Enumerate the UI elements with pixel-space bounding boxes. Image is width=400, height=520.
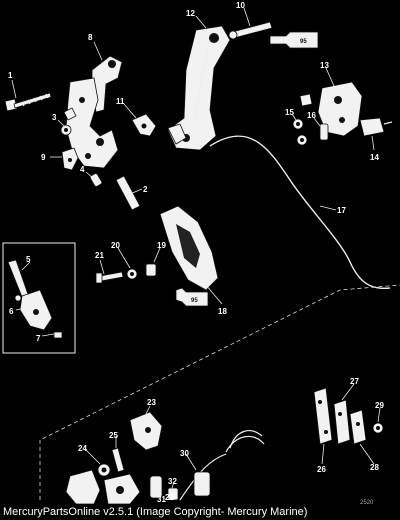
callout-22: 22 xyxy=(165,493,174,502)
callout-3: 3 xyxy=(52,113,57,122)
callout-29: 29 xyxy=(375,401,384,410)
part-16-stud xyxy=(319,123,329,141)
callout-11: 11 xyxy=(116,97,125,106)
callout-4: 4 xyxy=(80,165,85,174)
part-8-lever-arm xyxy=(63,55,123,169)
part-31-sensor xyxy=(149,475,163,499)
part-25-pin xyxy=(111,447,125,473)
lubricant-tag-cover: 95 xyxy=(175,287,209,307)
part-23-bracket xyxy=(129,411,163,451)
part-11-linkage xyxy=(131,113,157,137)
inset-box xyxy=(2,242,76,354)
callout-27: 27 xyxy=(350,377,359,386)
leader-lines xyxy=(11,7,381,497)
callout-20: 20 xyxy=(111,241,120,250)
callout-21: 21 xyxy=(95,251,104,260)
part-26-plates xyxy=(313,387,333,445)
callout-26: 26 xyxy=(317,465,326,474)
callout-14: 14 xyxy=(370,153,379,162)
part-17-cable xyxy=(209,135,391,289)
callout-12: 12 xyxy=(186,9,195,18)
callout-13: 13 xyxy=(320,61,329,70)
callout-19: 19 xyxy=(157,241,166,250)
callout-8: 8 xyxy=(88,33,93,42)
part-4-spacer xyxy=(89,173,103,187)
part-18-cover xyxy=(159,205,219,291)
part-30-wire-harness xyxy=(179,430,265,501)
callout-labels: 1 2 3 4 5 6 7 8 9 10 11 12 13 14 15 16 1… xyxy=(8,1,384,504)
part-29-screw xyxy=(372,422,384,434)
part-27-plate xyxy=(333,399,351,445)
callout-18: 18 xyxy=(218,307,227,316)
part-20-washer xyxy=(126,268,138,280)
diagram-id: 2520 xyxy=(360,500,374,506)
part-28-plate xyxy=(349,409,367,445)
part-21-screw xyxy=(95,271,124,284)
callout-7: 7 xyxy=(36,334,41,343)
part-1-bolt xyxy=(4,92,52,112)
copyright-caption: MercuryPartsOnline v2.5.1 (Image Copyrig… xyxy=(0,504,400,520)
part-24-washer xyxy=(97,463,111,477)
callout-1: 1 xyxy=(8,71,13,80)
callout-16: 16 xyxy=(307,111,316,120)
callout-31: 31 xyxy=(157,495,166,504)
callout-23: 23 xyxy=(147,398,156,407)
callout-9: 9 xyxy=(41,153,46,162)
part-13-bracket xyxy=(299,81,363,137)
lower-shift-assembly xyxy=(65,469,141,505)
part-19-spacer xyxy=(145,263,157,277)
part-32-fitting xyxy=(167,487,179,501)
callout-2: 2 xyxy=(143,185,148,194)
part-9-clip xyxy=(61,147,79,171)
part-2-stud xyxy=(115,175,141,211)
svg-text:95: 95 xyxy=(300,39,307,45)
part-14-connector xyxy=(359,117,393,137)
lubricant-tag-top: 95 xyxy=(269,31,319,49)
callout-5: 5 xyxy=(26,255,31,264)
callout-6: 6 xyxy=(9,307,14,316)
part-3-bushing xyxy=(60,124,72,136)
callout-28: 28 xyxy=(370,463,379,472)
part-12-shift-arm xyxy=(167,25,231,151)
callout-17: 17 xyxy=(337,206,346,215)
part-10-pin xyxy=(228,21,273,40)
callout-30: 30 xyxy=(180,449,189,458)
section-divider xyxy=(39,284,400,500)
svg-text:95: 95 xyxy=(191,298,198,304)
callout-25: 25 xyxy=(109,431,118,440)
callout-10: 10 xyxy=(236,1,245,10)
callout-24: 24 xyxy=(78,444,87,453)
part-15-washer xyxy=(292,118,308,146)
callout-32: 32 xyxy=(168,477,177,486)
callout-15: 15 xyxy=(285,108,294,117)
